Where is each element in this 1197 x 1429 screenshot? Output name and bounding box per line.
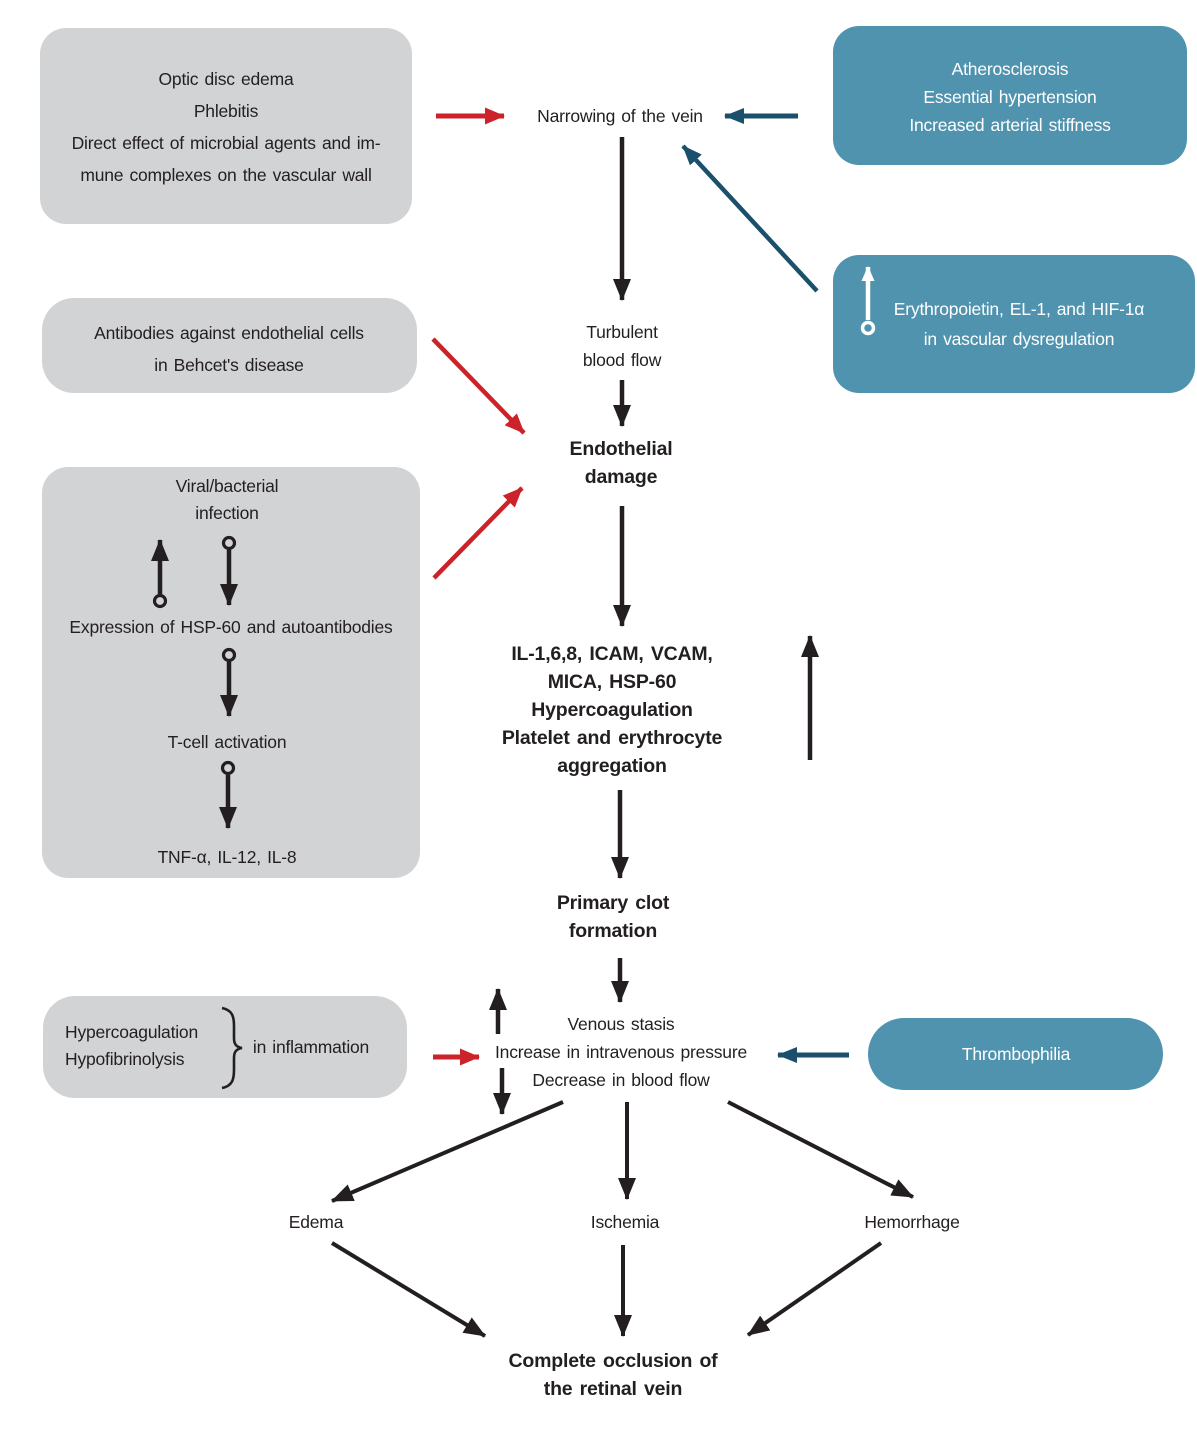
text-line: damage <box>584 466 658 488</box>
text-line: IL-1,6,8, ICAM, VCAM, <box>511 643 713 665</box>
text-line: blood flow <box>582 350 662 370</box>
text-line: mune complexes on the vascular wall <box>80 165 372 185</box>
node-complete-occlusion: Complete occlusion of the retinal vein <box>509 1347 718 1403</box>
text-line: Phlebitis <box>193 101 259 121</box>
text-line: Hypercoagulation <box>531 699 693 721</box>
arrow-hemorrhage-to-occlusion <box>746 1241 883 1337</box>
box-behcet <box>42 298 417 393</box>
node-cytokines: TNF-α, IL-12, IL-8 <box>157 847 297 867</box>
node-primary-clot: Primary clot formation <box>556 889 670 945</box>
text-line: formation <box>568 920 658 942</box>
text-line: MICA, HSP-60 <box>547 671 677 693</box>
node-venous-stasis-group: Venous stasis Increase in intravenous pr… <box>495 1010 747 1094</box>
inflammatory-causes-text: Optic disc edema Phlebitis Direct effect… <box>72 63 381 191</box>
text-line: Primary clot <box>556 892 670 914</box>
text-line: Hypofibrinolysis <box>65 1049 185 1069</box>
text-line: Essential hypertension <box>923 87 1097 107</box>
white-increase-arrow <box>860 266 876 336</box>
node-edema: Edema <box>288 1212 344 1232</box>
inflammation-items: Hypercoagulation Hypofibrinolysis <box>65 1019 198 1073</box>
text-line: in Behcet's disease <box>154 355 304 375</box>
box-thrombophilia <box>868 1018 1163 1090</box>
red-arrow-behcet-to-endothelial <box>431 337 526 435</box>
infection-title: Viral/bacterial infection <box>176 473 279 527</box>
text-line: Venous stasis <box>567 1014 675 1034</box>
circle-arrow-up-infection <box>151 539 169 609</box>
arrow-stasis-to-hemorrhage <box>727 1100 914 1199</box>
thrombophilia-label: Thrombophilia <box>961 1044 1071 1064</box>
text-line: Atherosclerosis <box>951 59 1069 79</box>
box-inflammatory-causes <box>40 28 412 224</box>
arrow-stasis-to-edema <box>331 1100 564 1203</box>
text-line: Viral/bacterial <box>175 476 279 496</box>
node-endothelial-damage: Endothelial damage <box>570 435 673 491</box>
curly-brace <box>221 1006 243 1090</box>
node-hemorrhage: Hemorrhage <box>864 1212 960 1232</box>
box-inflammation-coagulation <box>43 996 407 1098</box>
text-line: Erythropoietin, EL-1, and HIF-1α <box>893 299 1145 319</box>
text-line: infection <box>195 503 259 523</box>
erythropoietin-text: Erythropoietin, EL-1, and HIF-1α in vasc… <box>893 294 1145 354</box>
box-erythropoietin <box>833 255 1195 393</box>
text-line: aggregation <box>557 755 667 777</box>
text-line: Direct effect of microbial agents and im… <box>71 133 381 153</box>
text-line: the retinal vein <box>543 1378 683 1400</box>
circle-arrow-tcell-to-cytokines <box>219 760 237 829</box>
atherosclerosis-text: Atherosclerosis Essential hypertension I… <box>909 55 1111 139</box>
node-narrowing-of-vein: Narrowing of the vein <box>537 106 703 126</box>
text-line: Antibodies against endothelial cells <box>94 323 364 343</box>
box-atherosclerosis <box>833 26 1187 165</box>
node-hsp60-expression: Expression of HSP-60 and autoantibodies <box>69 617 393 637</box>
inflammation-context: in inflammation <box>252 1037 370 1057</box>
text-line: Turbulent <box>586 322 658 342</box>
node-ischemia: Ischemia <box>590 1212 660 1232</box>
behcet-text: Antibodies against endothelial cells in … <box>94 317 364 381</box>
text-line: Optic disc edema <box>158 69 294 89</box>
node-mediators: IL-1,6,8, ICAM, VCAM, MICA, HSP-60 Hyper… <box>502 640 722 780</box>
text-line: Platelet and erythrocyte <box>501 727 723 749</box>
node-turbulent-blood-flow: Turbulent blood flow <box>582 318 662 374</box>
arrow-edema-to-occlusion <box>330 1241 487 1338</box>
text-line: Decrease in blood flow <box>532 1070 710 1090</box>
teal-arrow-erythropoietin-to-narrowing <box>681 144 819 293</box>
text-line: Increase in intravenous pressure <box>495 1042 747 1062</box>
text-line: Hypercoagulation <box>65 1022 198 1042</box>
circle-arrow-expression-to-tcell <box>220 647 238 717</box>
text-line: Complete occlusion of <box>508 1350 718 1372</box>
red-arrow-infection-to-endothelial <box>432 486 524 580</box>
circle-arrow-infection-to-expression <box>220 535 238 606</box>
node-tcell-activation: T-cell activation <box>167 732 287 752</box>
text-line: in vascular dysregulation <box>923 329 1115 349</box>
text-line: Increased arterial stiffness <box>909 115 1111 135</box>
text-line: Endothelial <box>569 438 673 460</box>
